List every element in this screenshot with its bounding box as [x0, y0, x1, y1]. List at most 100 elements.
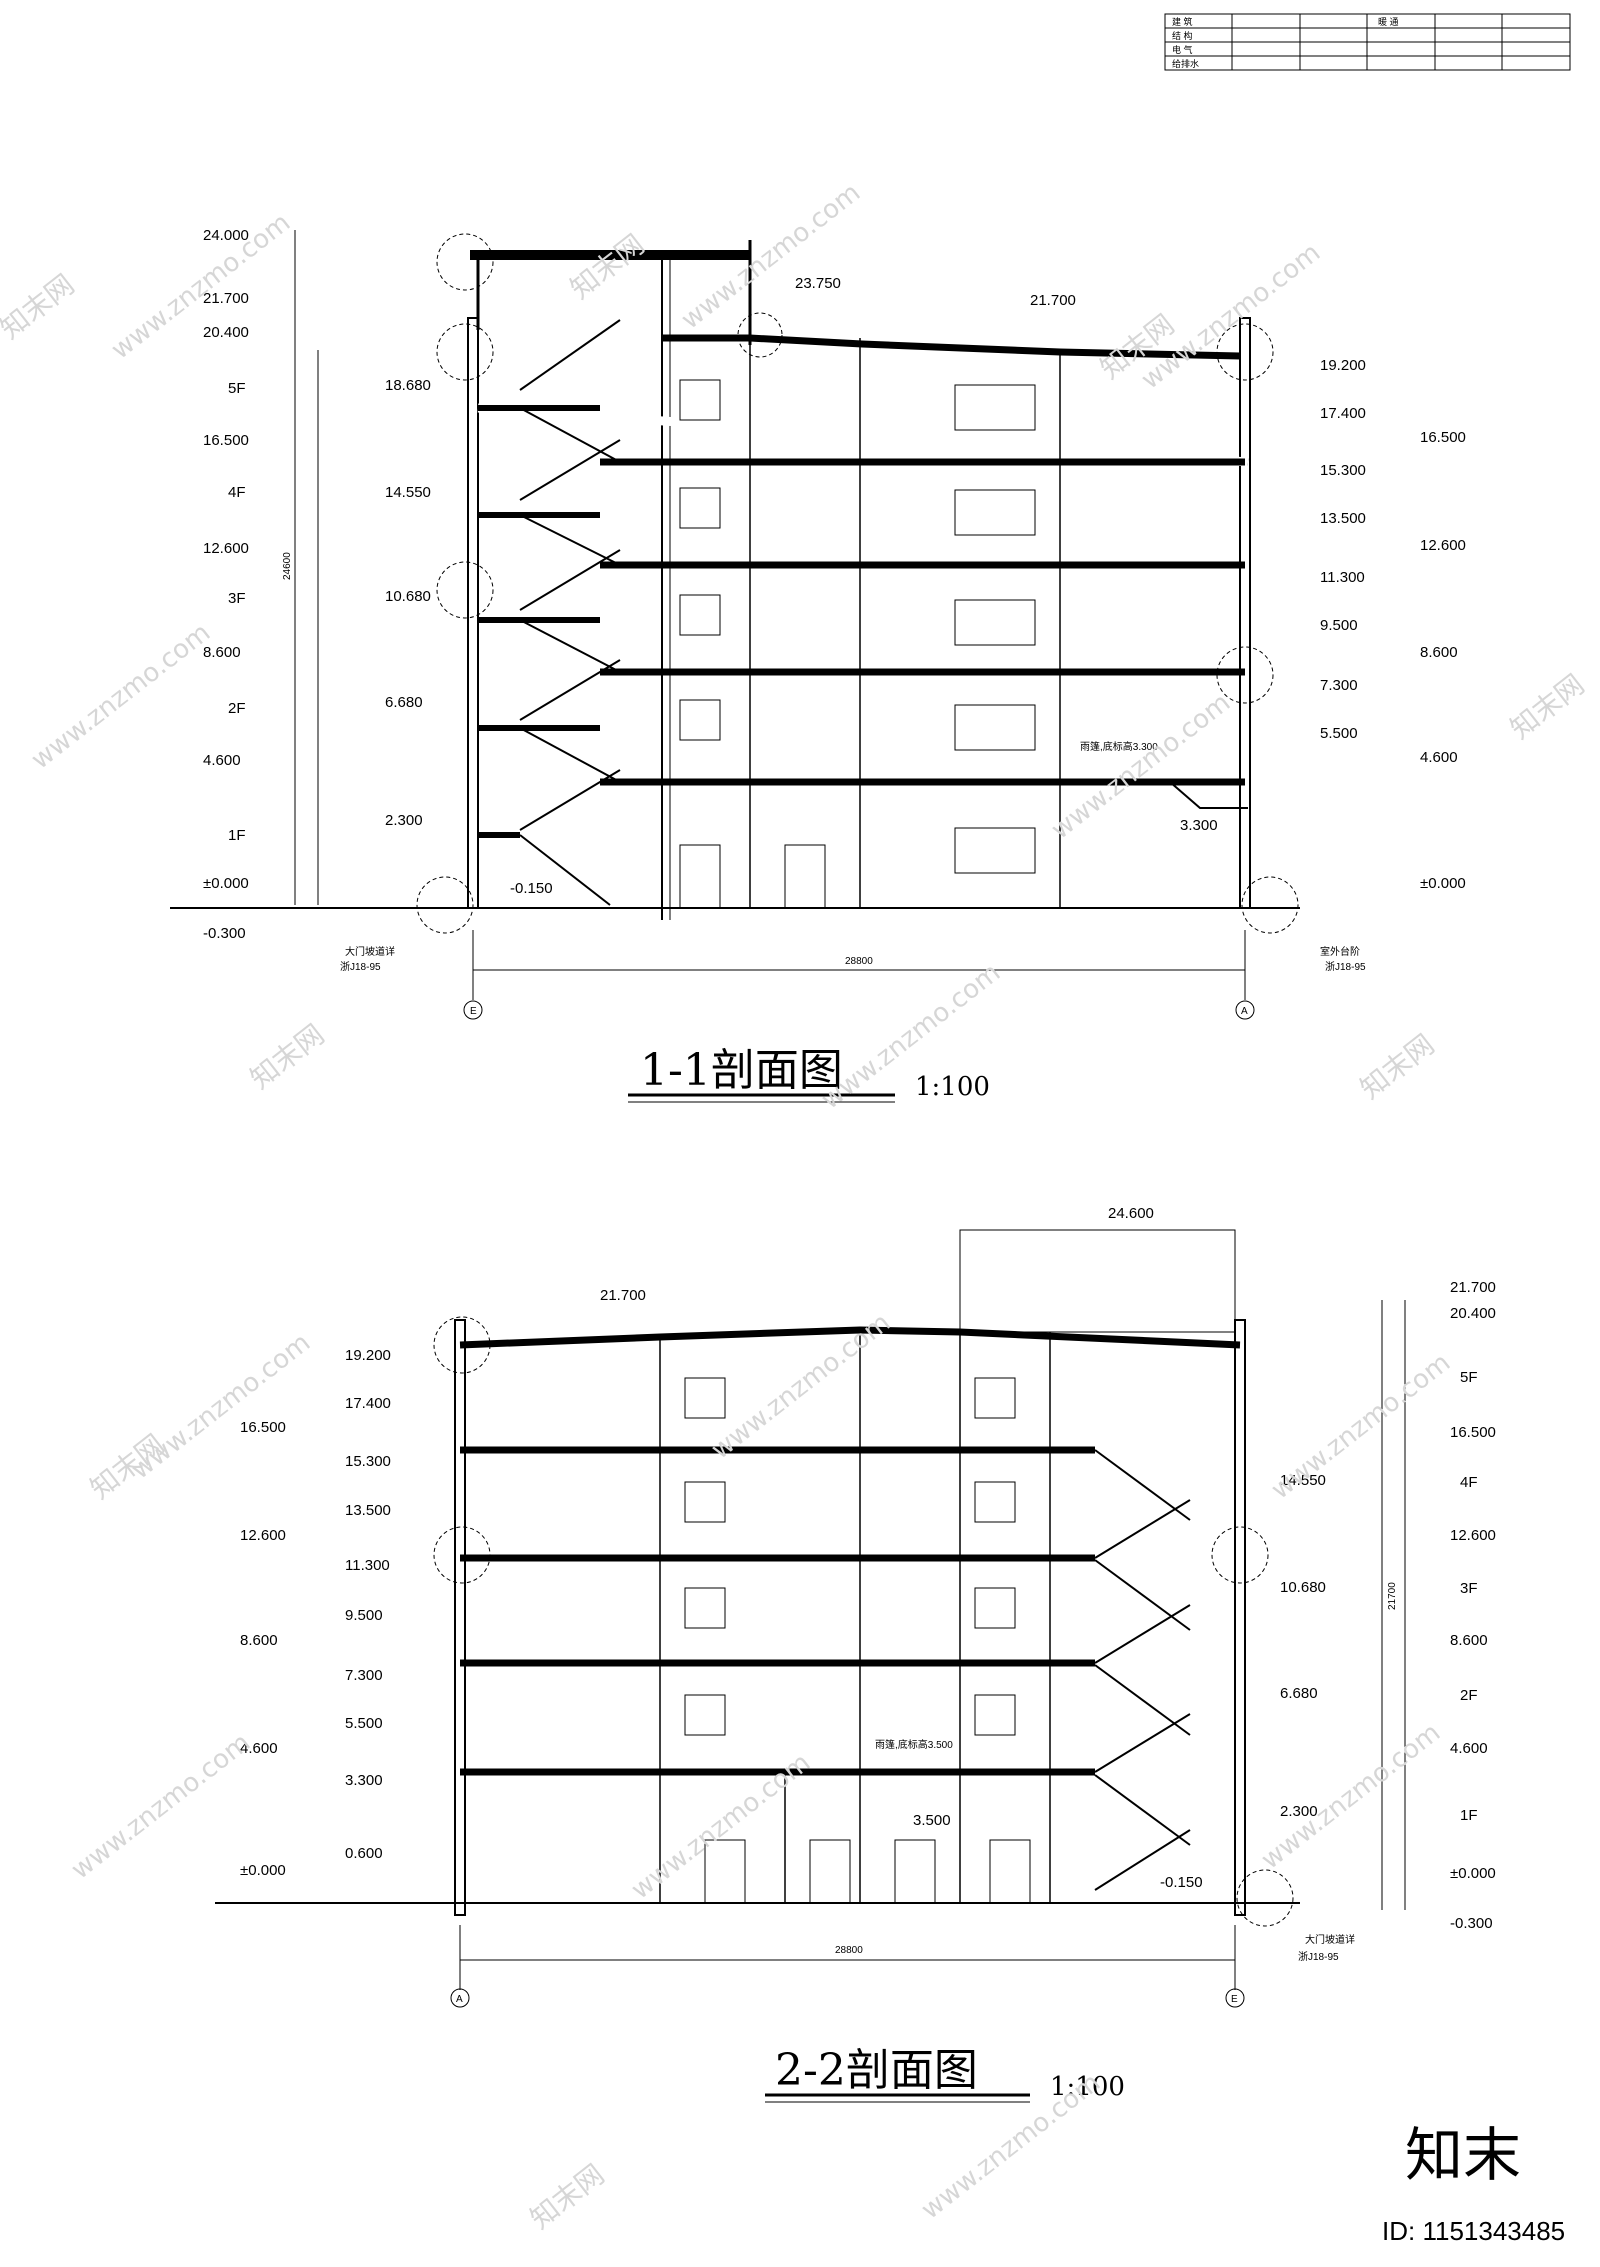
axis-label: A [456, 1994, 463, 2005]
elev-label: 17.400 [1320, 405, 1366, 422]
section-2-2-labels: 21.700 24.600 19.200 17.400 16.500 15.30… [240, 1205, 1496, 1932]
elev-label: 15.300 [345, 1453, 391, 1470]
elev-label: 11.300 [1320, 569, 1365, 586]
elev-label: 3.300 [345, 1772, 383, 1789]
stair-elev: 10.680 [1280, 1579, 1326, 1596]
stair-elev: 2.300 [1280, 1803, 1318, 1820]
note: 浙J18-95 [1298, 1951, 1339, 1963]
elev-label: 16.500 [203, 432, 249, 449]
canopy-label: 雨篷,底标高3.300 [1080, 740, 1158, 753]
elev-label: 4.600 [1420, 749, 1458, 766]
elev-label: 9.500 [1320, 617, 1358, 634]
floor-label: 5F [1460, 1369, 1478, 1386]
note: 大门坡道详 [1305, 1933, 1355, 1946]
table-row-label: 建 筑 [1172, 16, 1193, 27]
elev-label: 8.600 [240, 1632, 278, 1649]
elev-label: 16.500 [1450, 1424, 1496, 1441]
canopy-elev: 3.500 [913, 1812, 951, 1829]
elev-label: 4.600 [1450, 1740, 1488, 1757]
elev-label: 16.500 [1420, 429, 1466, 446]
elev-label: 8.600 [1420, 644, 1458, 661]
floor-label: 5F [228, 380, 246, 397]
note: 大门坡道详 [345, 945, 395, 958]
elev-label: -0.300 [1450, 1915, 1493, 1932]
watermark-text: www.znzmo.com [106, 208, 296, 366]
title-block-table [1164, 13, 1571, 71]
elev-label: 19.200 [345, 1347, 391, 1364]
stair-elev: 14.550 [385, 484, 431, 501]
table-row-label: 给排水 [1172, 58, 1199, 69]
watermark-brand: 知末网 [1504, 668, 1591, 746]
watermark-text: www.znzmo.com [1256, 1718, 1446, 1876]
elev-label: 7.300 [345, 1667, 383, 1684]
section-scale: 1:100 [1050, 2072, 1125, 2102]
span-dim: 28800 [835, 1945, 863, 1956]
axis-label: E [470, 1006, 477, 1017]
section-title: 2-2剖面图 [775, 2045, 978, 2096]
elev-label: ±0.000 [203, 875, 249, 892]
stair-elev: -0.150 [510, 880, 553, 897]
elev-label: 24.000 [203, 227, 249, 244]
stair-elev: 10.680 [385, 588, 431, 605]
elev-label: ±0.000 [240, 1862, 286, 1879]
watermark-text: www.znzmo.com [26, 618, 216, 776]
elev-label: 4.600 [203, 752, 241, 769]
section-1-1-labels: 24.000 21.700 20.400 16.500 12.600 8.600… [203, 227, 1466, 942]
elev-label: 12.600 [240, 1527, 286, 1544]
floor-label: 4F [1460, 1474, 1478, 1491]
floor-label: 3F [228, 590, 246, 607]
stair-elev: 14.550 [1280, 1472, 1326, 1489]
section-title: 1-1剖面图 [640, 1045, 843, 1096]
note: 浙J18-95 [340, 961, 381, 973]
stair-elev: -0.150 [1160, 1874, 1203, 1891]
elev-label: 15.300 [1320, 462, 1366, 479]
elev-label: 0.600 [345, 1845, 383, 1862]
elev-label: 13.500 [1320, 510, 1366, 527]
elev-label: 4.600 [240, 1740, 278, 1757]
table-row-label: 电 气 [1172, 44, 1193, 55]
elev-label: 16.500 [240, 1419, 286, 1436]
elev-label: 8.600 [203, 644, 241, 661]
top-elev: 23.750 [795, 275, 841, 292]
elev-label: ±0.000 [1450, 1865, 1496, 1882]
elev-label: 9.500 [345, 1607, 383, 1624]
watermark-text: www.znzmo.com [1266, 1348, 1456, 1506]
elev-label: 20.400 [1450, 1305, 1496, 1322]
elev-label: 21.700 [203, 290, 249, 307]
watermark-id: ID: 1151343485 [1382, 2216, 1565, 2246]
watermark-brand: 知末网 [564, 228, 651, 306]
watermark-logo: 知末 ID: 1151343485 [1382, 2123, 1565, 2246]
section-2-2 [215, 1229, 1406, 2008]
elev-label: 5.500 [1320, 725, 1358, 742]
elev-label: ±0.000 [1420, 875, 1466, 892]
watermark-text: www.znzmo.com [66, 1728, 256, 1886]
elev-label: -0.300 [203, 925, 246, 942]
elev-label: 19.200 [1320, 357, 1366, 374]
floor-label: 3F [1460, 1580, 1478, 1597]
stair-elev: 2.300 [385, 812, 423, 829]
table-header: 暖 通 [1378, 16, 1399, 27]
top-elev: 21.700 [1030, 292, 1076, 309]
canopy-elev: 3.300 [1180, 817, 1218, 834]
elev-label: 12.600 [203, 540, 249, 557]
elev-label: 12.600 [1450, 1527, 1496, 1544]
section-1-1 [170, 230, 1300, 1020]
watermark-brand: 知末网 [524, 2158, 611, 2236]
elev-label: 20.400 [203, 324, 249, 341]
stair-elev: 18.680 [385, 377, 431, 394]
total-height-dim: 24600 [282, 552, 293, 580]
stair-elev: 6.680 [385, 694, 423, 711]
section-scale: 1:100 [915, 1072, 990, 1102]
axis-label: E [1231, 1994, 1238, 2005]
watermark-brand: 知末网 [1354, 1028, 1441, 1106]
top-elev: 21.700 [600, 1287, 646, 1304]
floor-label: 4F [228, 484, 246, 501]
elev-label: 5.500 [345, 1715, 383, 1732]
elev-label: 7.300 [1320, 677, 1358, 694]
floor-label: 1F [1460, 1807, 1478, 1824]
elev-label: 21.700 [1450, 1279, 1496, 1296]
note: 浙J18-95 [1325, 961, 1366, 973]
total-height-dim: 21700 [1387, 1582, 1398, 1610]
watermark-logo-text: 知末 [1405, 2123, 1521, 2188]
